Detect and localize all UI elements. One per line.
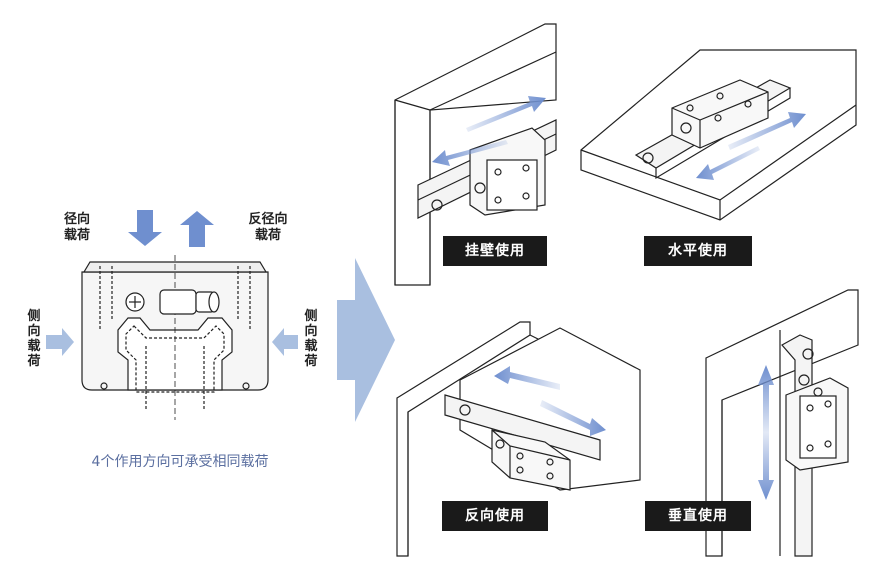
inverted-motion-arrow-right — [540, 400, 606, 436]
wall-mount-label: 挂壁使用 — [443, 236, 547, 266]
horizontal-motion-arrow-down — [696, 146, 760, 180]
wall-mount-motion-arrow-right — [466, 96, 546, 132]
radial-load-label: 径向 载荷 — [63, 212, 90, 243]
big-transition-arrow — [337, 258, 395, 422]
vertical-label: 垂直使用 — [645, 501, 751, 531]
lateral-load-arrow-right — [272, 328, 298, 356]
horizontal-scene — [580, 49, 857, 221]
reverse-radial-load-arrow — [180, 211, 214, 247]
vertical-motion-arrow — [758, 365, 774, 500]
lateral-load-label-left: 侧向载荷 — [27, 309, 41, 369]
wall-mount-scene — [394, 23, 557, 286]
inverted-label: 反向使用 — [442, 501, 548, 531]
vertical-scene — [705, 289, 859, 557]
reverse-radial-load-label: 反径向 载荷 — [248, 212, 288, 243]
inverted-motion-arrow-left — [494, 366, 560, 390]
wall-mount-motion-arrow-left — [432, 140, 508, 166]
horizontal-motion-arrow-up — [728, 112, 806, 150]
radial-load-arrow — [128, 210, 162, 246]
four-direction-caption: 4个作用方向可承受相同载荷 — [91, 454, 269, 470]
lateral-load-label-right: 侧向载荷 — [304, 309, 318, 369]
block-cross-section — [81, 255, 269, 420]
lateral-load-arrow-left — [46, 328, 74, 356]
horizontal-label: 水平使用 — [644, 236, 752, 266]
